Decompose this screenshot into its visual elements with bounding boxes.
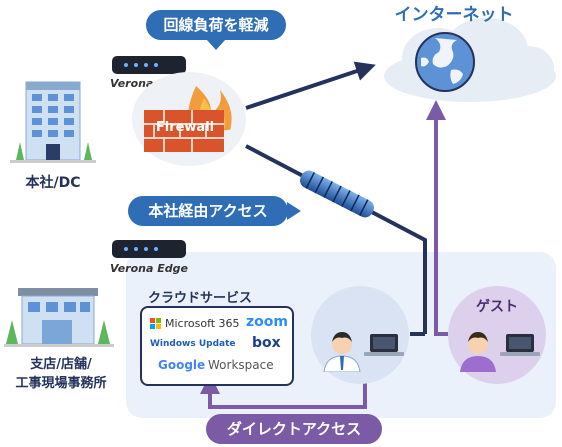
hq-edge-device-icon: [112, 56, 186, 74]
branch-building-icon: [4, 288, 114, 347]
callout-pointer: [206, 39, 226, 50]
firewall-icon: [144, 86, 232, 152]
callout-hq-access: 本社経由アクセス: [128, 196, 288, 226]
employee-laptop-icon: [364, 334, 404, 356]
workspace-label: Workspace: [208, 358, 274, 372]
callout-pointer: [287, 202, 301, 220]
firewall-to-internet-line: [245, 61, 376, 110]
zoom-label: zoom: [246, 314, 288, 330]
branch-edge-label: Verona Edge: [110, 262, 188, 275]
microsoft-365-label: Microsoft 365: [165, 317, 240, 330]
hq-building-icon: [10, 81, 96, 163]
internet-label: インターネット: [394, 5, 514, 25]
branch-label-line2: 工事現場事務所: [15, 376, 107, 391]
callout-direct-access: ダイレクトアクセス: [206, 414, 382, 444]
guest-to-internet-line: [426, 100, 448, 336]
hq-label: 本社/DC: [25, 175, 81, 191]
guest-label: ゲスト: [476, 299, 518, 315]
windows-update-label: Windows Update: [150, 339, 236, 349]
box-label: box: [252, 335, 281, 351]
guest-person-icon: [460, 332, 496, 372]
callout-load-reduction: 回線負荷を軽減: [146, 10, 286, 40]
direct-access-line: [200, 368, 367, 409]
employee-person-icon: [323, 332, 361, 372]
microsoft-logo-icon: [150, 318, 162, 330]
globe-icon: [415, 32, 475, 92]
guest-laptop-icon: [500, 334, 540, 356]
google-label: Google: [158, 358, 206, 372]
firewall-label: Firewall: [155, 120, 215, 135]
vpn-tunnel: [300, 170, 374, 218]
cloud-services-box: Microsoft 365 zoom Windows Update box Go…: [140, 306, 294, 386]
branch-edge-device-icon: [112, 240, 186, 258]
branch-label-line1: 支店/店舗/: [30, 357, 92, 372]
cloud-services-title: クラウドサービス: [148, 291, 253, 306]
